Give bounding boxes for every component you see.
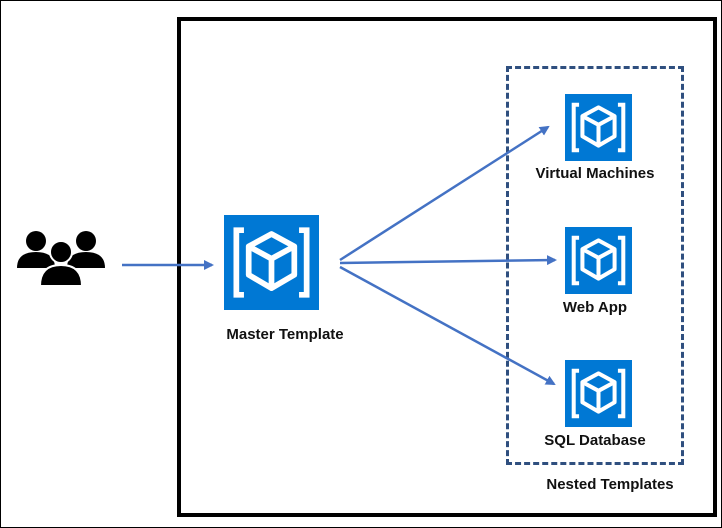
arrow-master-to-webapp — [339, 255, 557, 266]
arrow-master-to-vm — [339, 125, 550, 262]
web-app-label: Web App — [562, 299, 628, 316]
users-group-icon — [17, 231, 105, 287]
nested-templates-group — [506, 66, 684, 465]
sql-database-label: SQL Database — [544, 432, 646, 449]
web-app-icon — [565, 227, 632, 294]
virtual-machines-icon — [565, 94, 632, 161]
sql-database-icon — [565, 360, 632, 427]
deployment-boundary — [177, 17, 717, 517]
master-template-label: Master Template — [226, 326, 344, 343]
arrow-master-to-sql — [339, 265, 556, 386]
nested-templates-label: Nested Templates — [546, 476, 674, 493]
master-template-icon — [224, 215, 319, 310]
virtual-machines-label: Virtual Machines — [535, 165, 655, 182]
